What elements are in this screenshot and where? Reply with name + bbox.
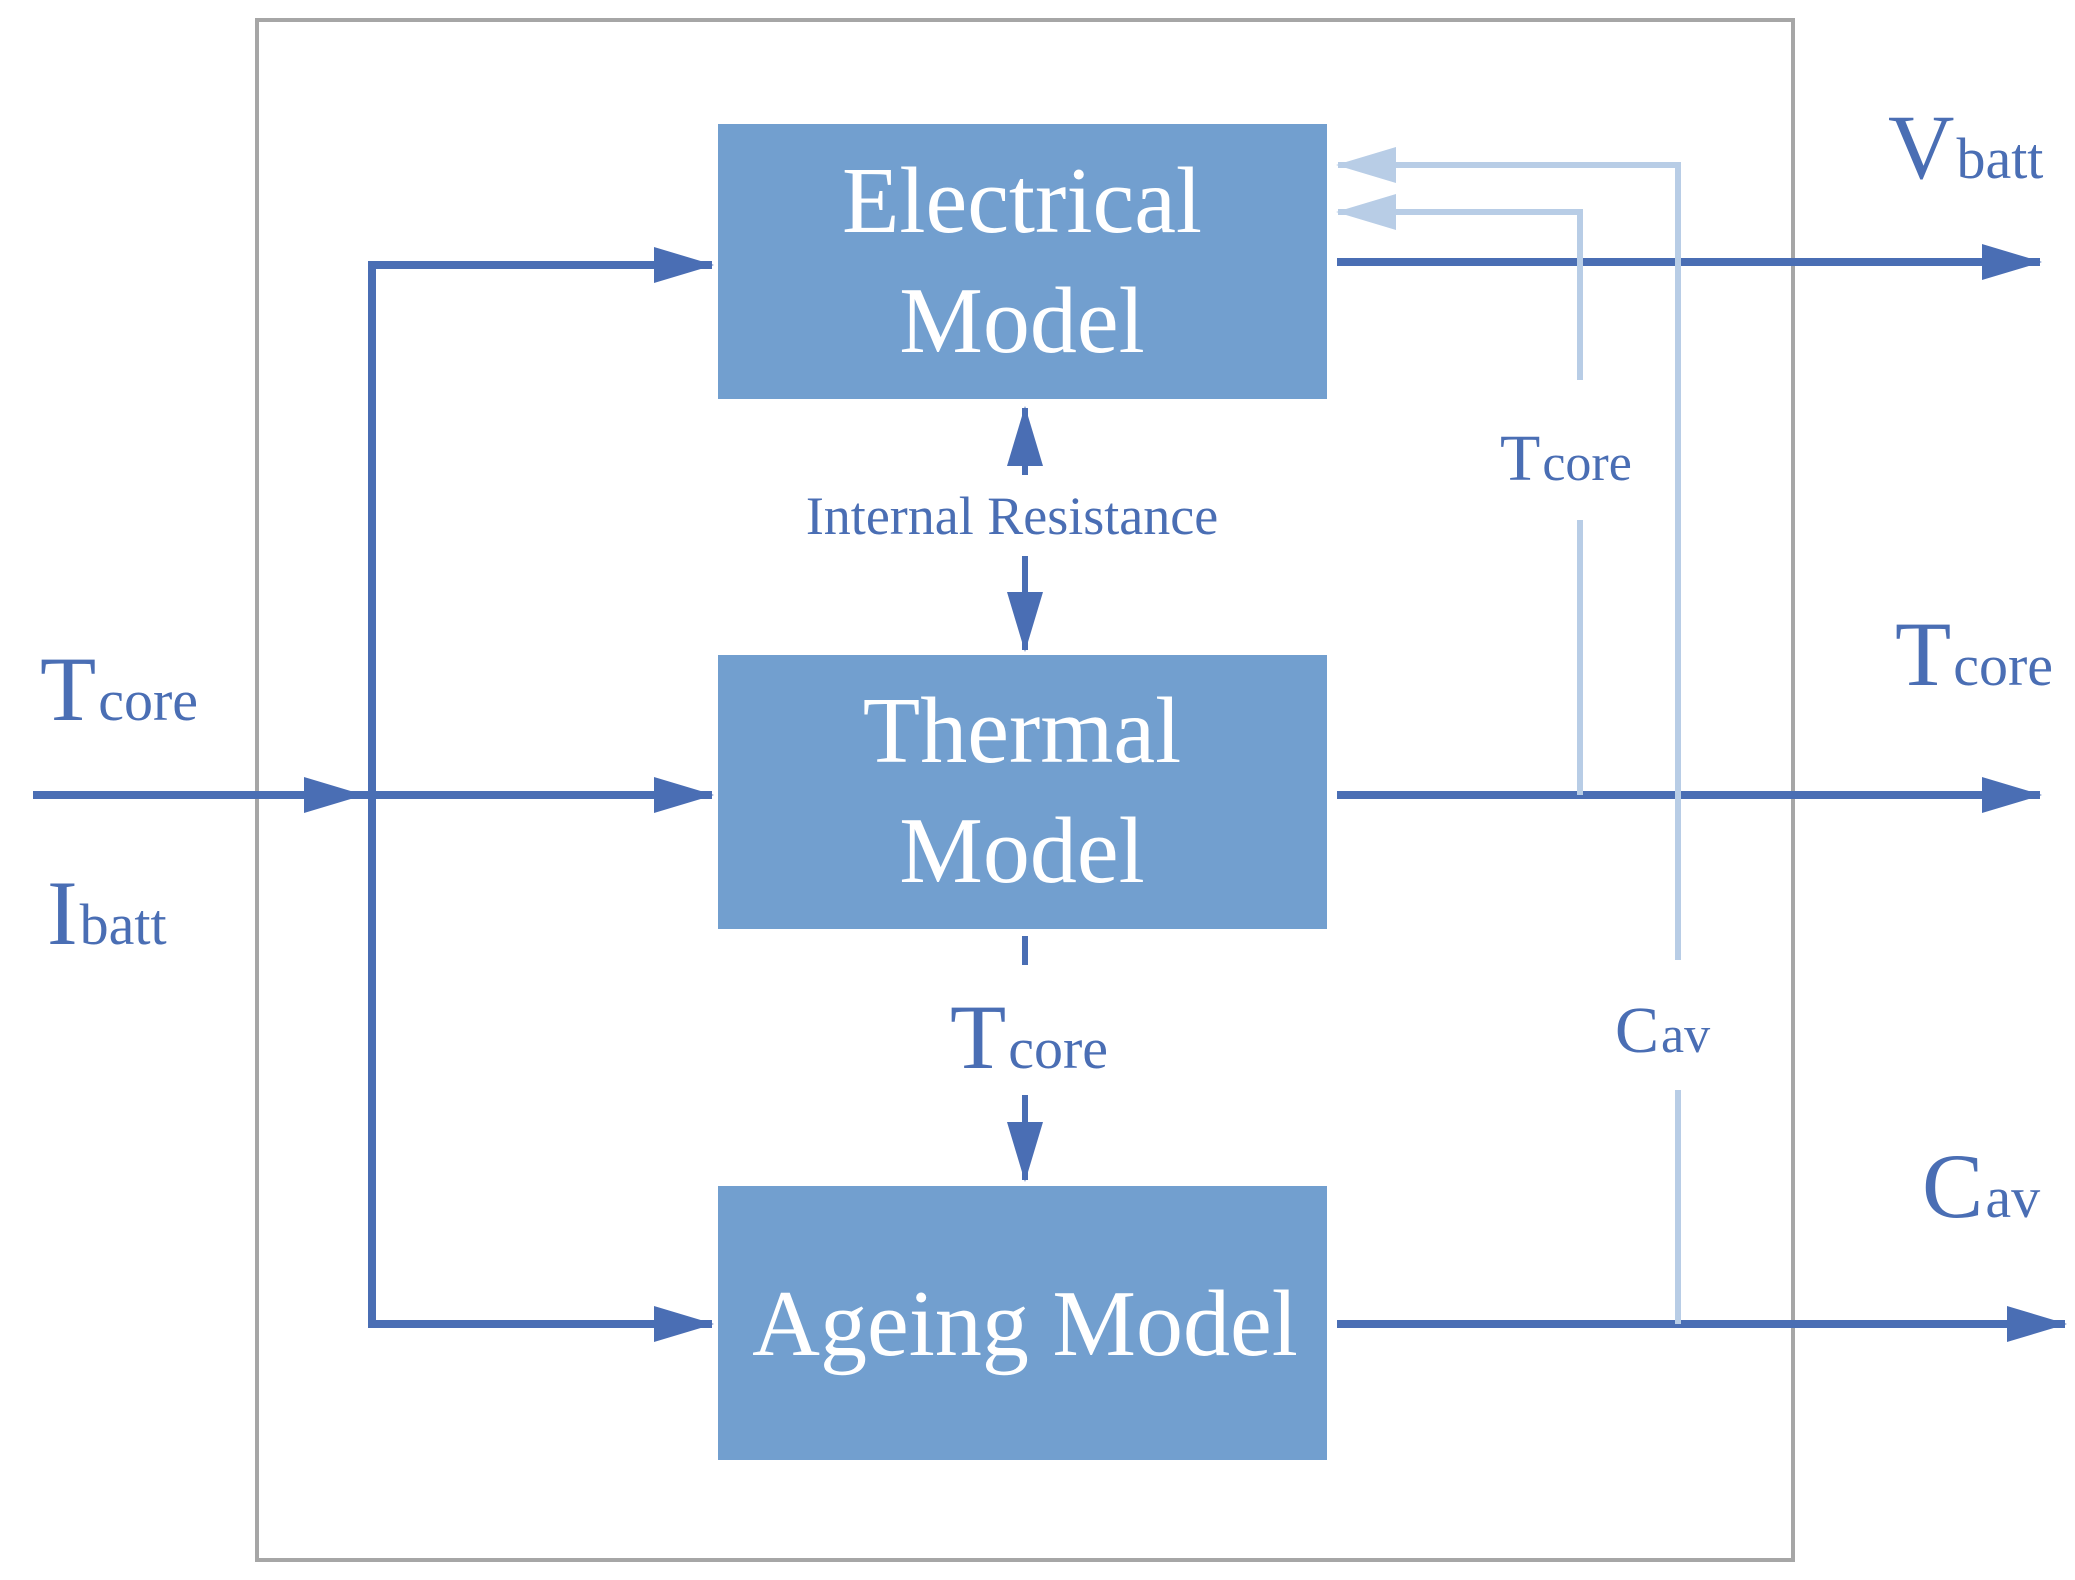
electrical-model-label-line2: Model [899,269,1144,373]
output-label-cav: Cav [1922,1135,2040,1237]
electrical-model-label-line1: Electrical [842,149,1202,253]
input-label-tcore: Tcore [40,638,198,740]
cav-feedback-label: Cav [1615,994,1710,1067]
svg-text:Vbatt: Vbatt [1888,96,2043,198]
output-label-vbatt: Vbatt [1888,96,2043,198]
svg-text:Ibatt: Ibatt [47,862,167,964]
output-lines [1337,244,2067,1342]
svg-text:Cav: Cav [1615,994,1710,1067]
tcore-feedback-upper [1336,194,1583,380]
ageing-model-block: Ageing Model [718,1186,1327,1460]
input-bus [33,247,714,1342]
system-frame [255,18,1795,1562]
electrical-model-block: Electrical Model [718,124,1327,399]
svg-text:Tcore: Tcore [40,638,198,740]
thermal-model-label-line1: Thermal [863,679,1181,783]
input-label-ibatt: Ibatt [47,862,167,964]
thermal-model-block: Thermal Model [718,655,1327,929]
cav-feedback-upper [1336,147,1681,960]
feedback-lines [1336,147,1681,1324]
svg-text:Tcore: Tcore [950,986,1108,1088]
thermal-to-ageing-label: Tcore [950,986,1108,1088]
svg-text:Tcore: Tcore [1500,422,1632,495]
svg-text:Cav: Cav [1922,1135,2040,1237]
thermal-model-label-line2: Model [899,799,1144,903]
output-label-tcore: Tcore [1895,603,2053,705]
svg-text:Tcore: Tcore [1895,603,2053,705]
tcore-feedback-label: Tcore [1500,422,1632,495]
ageing-model-label: Ageing Model [752,1272,1298,1376]
internal-resistance-label: Internal Resistance [806,486,1218,546]
